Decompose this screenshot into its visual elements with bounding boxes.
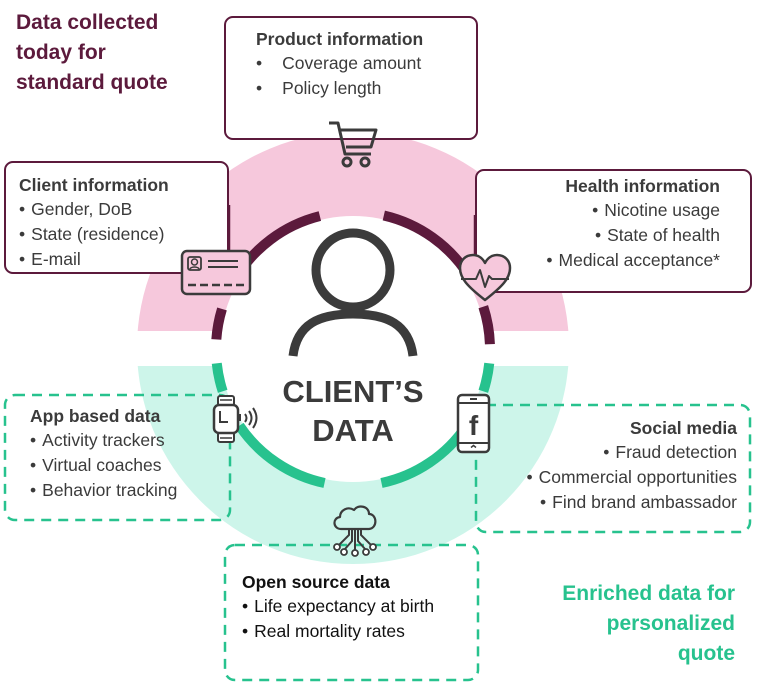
- smartwatch-icon: [212, 395, 258, 443]
- open-source-data-box: Open source data Life expectancy at birt…: [224, 545, 478, 681]
- ring-segment: [478, 305, 495, 345]
- box-list: Coverage amount Policy length: [256, 51, 476, 101]
- center-white-disc: [220, 216, 486, 482]
- box-list: Fraud detection Commercial opportunities…: [476, 440, 737, 515]
- ring-segment: [211, 307, 227, 340]
- list-item: Gender, DoB: [19, 197, 227, 222]
- ring-segment: [478, 362, 495, 393]
- center-label-line: DATA: [312, 413, 394, 448]
- heading-line: today for: [16, 41, 106, 64]
- list-item: Coverage amount: [256, 51, 476, 76]
- list-item: Fraud detection: [476, 440, 737, 465]
- list-item: State (residence): [19, 222, 227, 247]
- product-information-box: Product information Coverage amount Poli…: [224, 16, 478, 140]
- list-item: Activity trackers: [30, 428, 230, 453]
- personalized-quote-heading: Enriched data for personalized quote: [562, 579, 735, 669]
- box-title: App based data: [30, 406, 161, 426]
- heading-line: personalized: [606, 612, 735, 635]
- box-title: Client information: [19, 175, 169, 195]
- social-media-box: Social media Fraud detection Commercial …: [476, 404, 751, 532]
- cloud-network-icon: [333, 505, 377, 557]
- list-item: Life expectancy at birth: [242, 594, 478, 619]
- shopping-cart-icon: [329, 121, 378, 168]
- heading-line: quote: [677, 642, 735, 665]
- list-item: Behavior tracking: [30, 478, 230, 503]
- list-item: Medical acceptance*: [477, 248, 720, 273]
- app-based-data-box: App based data Activity trackers Virtual…: [4, 394, 230, 520]
- heading-line: Enriched data for: [562, 582, 735, 605]
- box-list: Life expectancy at birth Real mortality …: [242, 594, 478, 644]
- app-box-outline: [3, 393, 232, 522]
- list-item: Policy length: [256, 76, 476, 101]
- heart-pulse-icon: [458, 253, 512, 302]
- svg-text:f: f: [469, 410, 479, 441]
- list-item: Nicotine usage: [477, 198, 720, 223]
- ring-segment: [211, 362, 228, 393]
- box-list: Activity trackers Virtual coaches Behavi…: [30, 428, 230, 503]
- box-list: Nicotine usage State of health Medical a…: [477, 198, 720, 273]
- center-label-line: CLIENT’S: [282, 374, 424, 409]
- list-item: E-mail: [19, 247, 227, 272]
- list-item: Real mortality rates: [242, 619, 478, 644]
- heading-line: Data collected: [16, 11, 159, 34]
- heading-line: standard quote: [16, 71, 168, 94]
- list-item: Commercial opportunities: [476, 465, 737, 490]
- health-information-box: Health information Nicotine usage State …: [475, 169, 752, 293]
- standard-quote-heading: Data collected today for standard quote: [16, 8, 168, 98]
- open-box-outline: [223, 543, 480, 682]
- clients-data-label: CLIENT’S DATA: [243, 372, 463, 450]
- box-list: Gender, DoB State (residence) E-mail: [19, 197, 227, 272]
- list-item: State of health: [477, 223, 720, 248]
- box-title: Product information: [256, 29, 424, 49]
- list-item: Virtual coaches: [30, 453, 230, 478]
- facebook-phone-icon: f: [456, 393, 491, 454]
- box-title: Open source data: [242, 572, 390, 592]
- id-card-icon: [180, 249, 252, 296]
- box-title: Social media: [630, 418, 737, 438]
- person-icon: [288, 228, 418, 357]
- list-item: Find brand ambassador: [476, 490, 737, 515]
- ring-segment: [235, 422, 326, 488]
- box-title: Health information: [565, 176, 720, 196]
